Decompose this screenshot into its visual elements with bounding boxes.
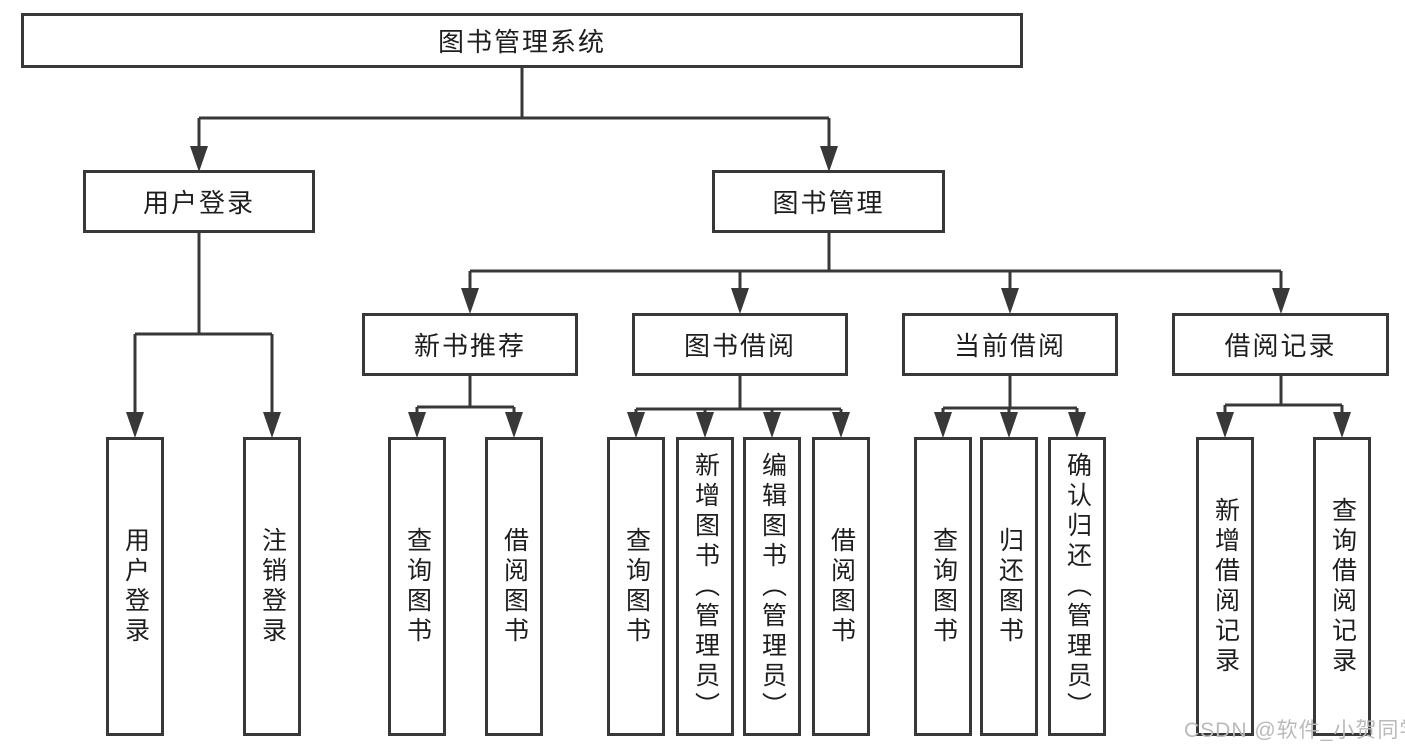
leaf-label: 查询借阅记录 <box>1328 496 1357 677</box>
leaf-query-borrow-record: 查询借阅记录 <box>1313 437 1371 736</box>
leaf-query-books-recommend: 查询图书 <box>388 437 446 736</box>
arrowhead-icon <box>832 412 850 438</box>
leaf-add-borrow-record: 新增借阅记录 <box>1196 437 1254 736</box>
leaf-label: 借阅图书 <box>827 526 856 647</box>
arrowhead-icon <box>126 412 144 438</box>
leaf-user-login: 用户登录 <box>106 437 164 736</box>
arrowhead-icon <box>190 146 208 172</box>
node-library-system-root: 图书管理系统 <box>21 13 1023 68</box>
arrowhead-icon <box>1000 412 1018 438</box>
arrowhead-icon <box>1216 412 1234 438</box>
node-book-management: 图书管理 <box>712 170 945 233</box>
leaf-label: 查询图书 <box>622 526 651 647</box>
leaf-label: 查询图书 <box>403 526 432 647</box>
connector-user-login-to-leaves <box>133 233 274 414</box>
leaf-label: 注销登录 <box>258 526 287 647</box>
arrowhead-icon <box>505 412 523 438</box>
arrowhead-icon <box>263 412 281 438</box>
arrowhead-icon <box>1272 288 1290 314</box>
connector-borrowing-to-leaves <box>634 376 843 414</box>
leaf-add-books-admin: 新增图书（管理员） <box>676 437 734 736</box>
arrowhead-icon <box>408 412 426 438</box>
node-book-borrowing: 图书借阅 <box>632 313 848 376</box>
leaf-confirm-return-admin: 确认归还（管理员） <box>1048 437 1106 736</box>
leaf-label: 借阅图书 <box>500 526 529 647</box>
arrowhead-icon <box>461 288 479 314</box>
node-new-book-recommend: 新书推荐 <box>362 313 578 376</box>
leaf-borrow-books-recommend: 借阅图书 <box>485 437 543 736</box>
connector-book-management-to-level3 <box>468 233 1283 290</box>
leaf-label: 新增图书（管理员） <box>691 451 720 722</box>
arrowhead-icon <box>763 412 781 438</box>
leaf-query-books-current: 查询图书 <box>914 437 972 736</box>
arrowhead-icon <box>731 288 749 314</box>
leaf-edit-books-admin: 编辑图书（管理员） <box>743 437 801 736</box>
leaf-borrow-books-borrowing: 借阅图书 <box>812 437 870 736</box>
leaf-label: 确认归还（管理员） <box>1063 451 1092 722</box>
arrowhead-icon <box>696 412 714 438</box>
leaf-return-books: 归还图书 <box>980 437 1038 736</box>
leaf-label: 新增借阅记录 <box>1211 496 1240 677</box>
leaf-query-books-borrowing: 查询图书 <box>607 437 665 736</box>
arrowhead-icon <box>627 412 645 438</box>
arrowhead-icon <box>934 412 952 438</box>
leaf-label: 归还图书 <box>995 526 1024 647</box>
leaf-logout: 注销登录 <box>243 437 301 736</box>
node-current-borrowing: 当前借阅 <box>902 313 1118 376</box>
node-user-login: 用户登录 <box>83 170 315 233</box>
node-borrowing-records: 借阅记录 <box>1172 313 1389 376</box>
connector-root-to-level2 <box>197 68 831 148</box>
watermark: CSDN @软件_小贺同学 <box>1184 719 1405 742</box>
arrowhead-icon <box>1001 288 1019 314</box>
connector-recommend-to-leaves <box>415 376 516 414</box>
connector-current-to-leaves <box>941 376 1079 414</box>
leaf-label: 编辑图书（管理员） <box>758 451 787 722</box>
arrowhead-icon <box>1333 412 1351 438</box>
arrowhead-icon <box>1068 412 1086 438</box>
leaf-label: 查询图书 <box>929 526 958 647</box>
connector-records-to-leaves <box>1223 376 1344 414</box>
leaf-label: 用户登录 <box>121 526 150 647</box>
arrowhead-icon <box>820 146 838 172</box>
